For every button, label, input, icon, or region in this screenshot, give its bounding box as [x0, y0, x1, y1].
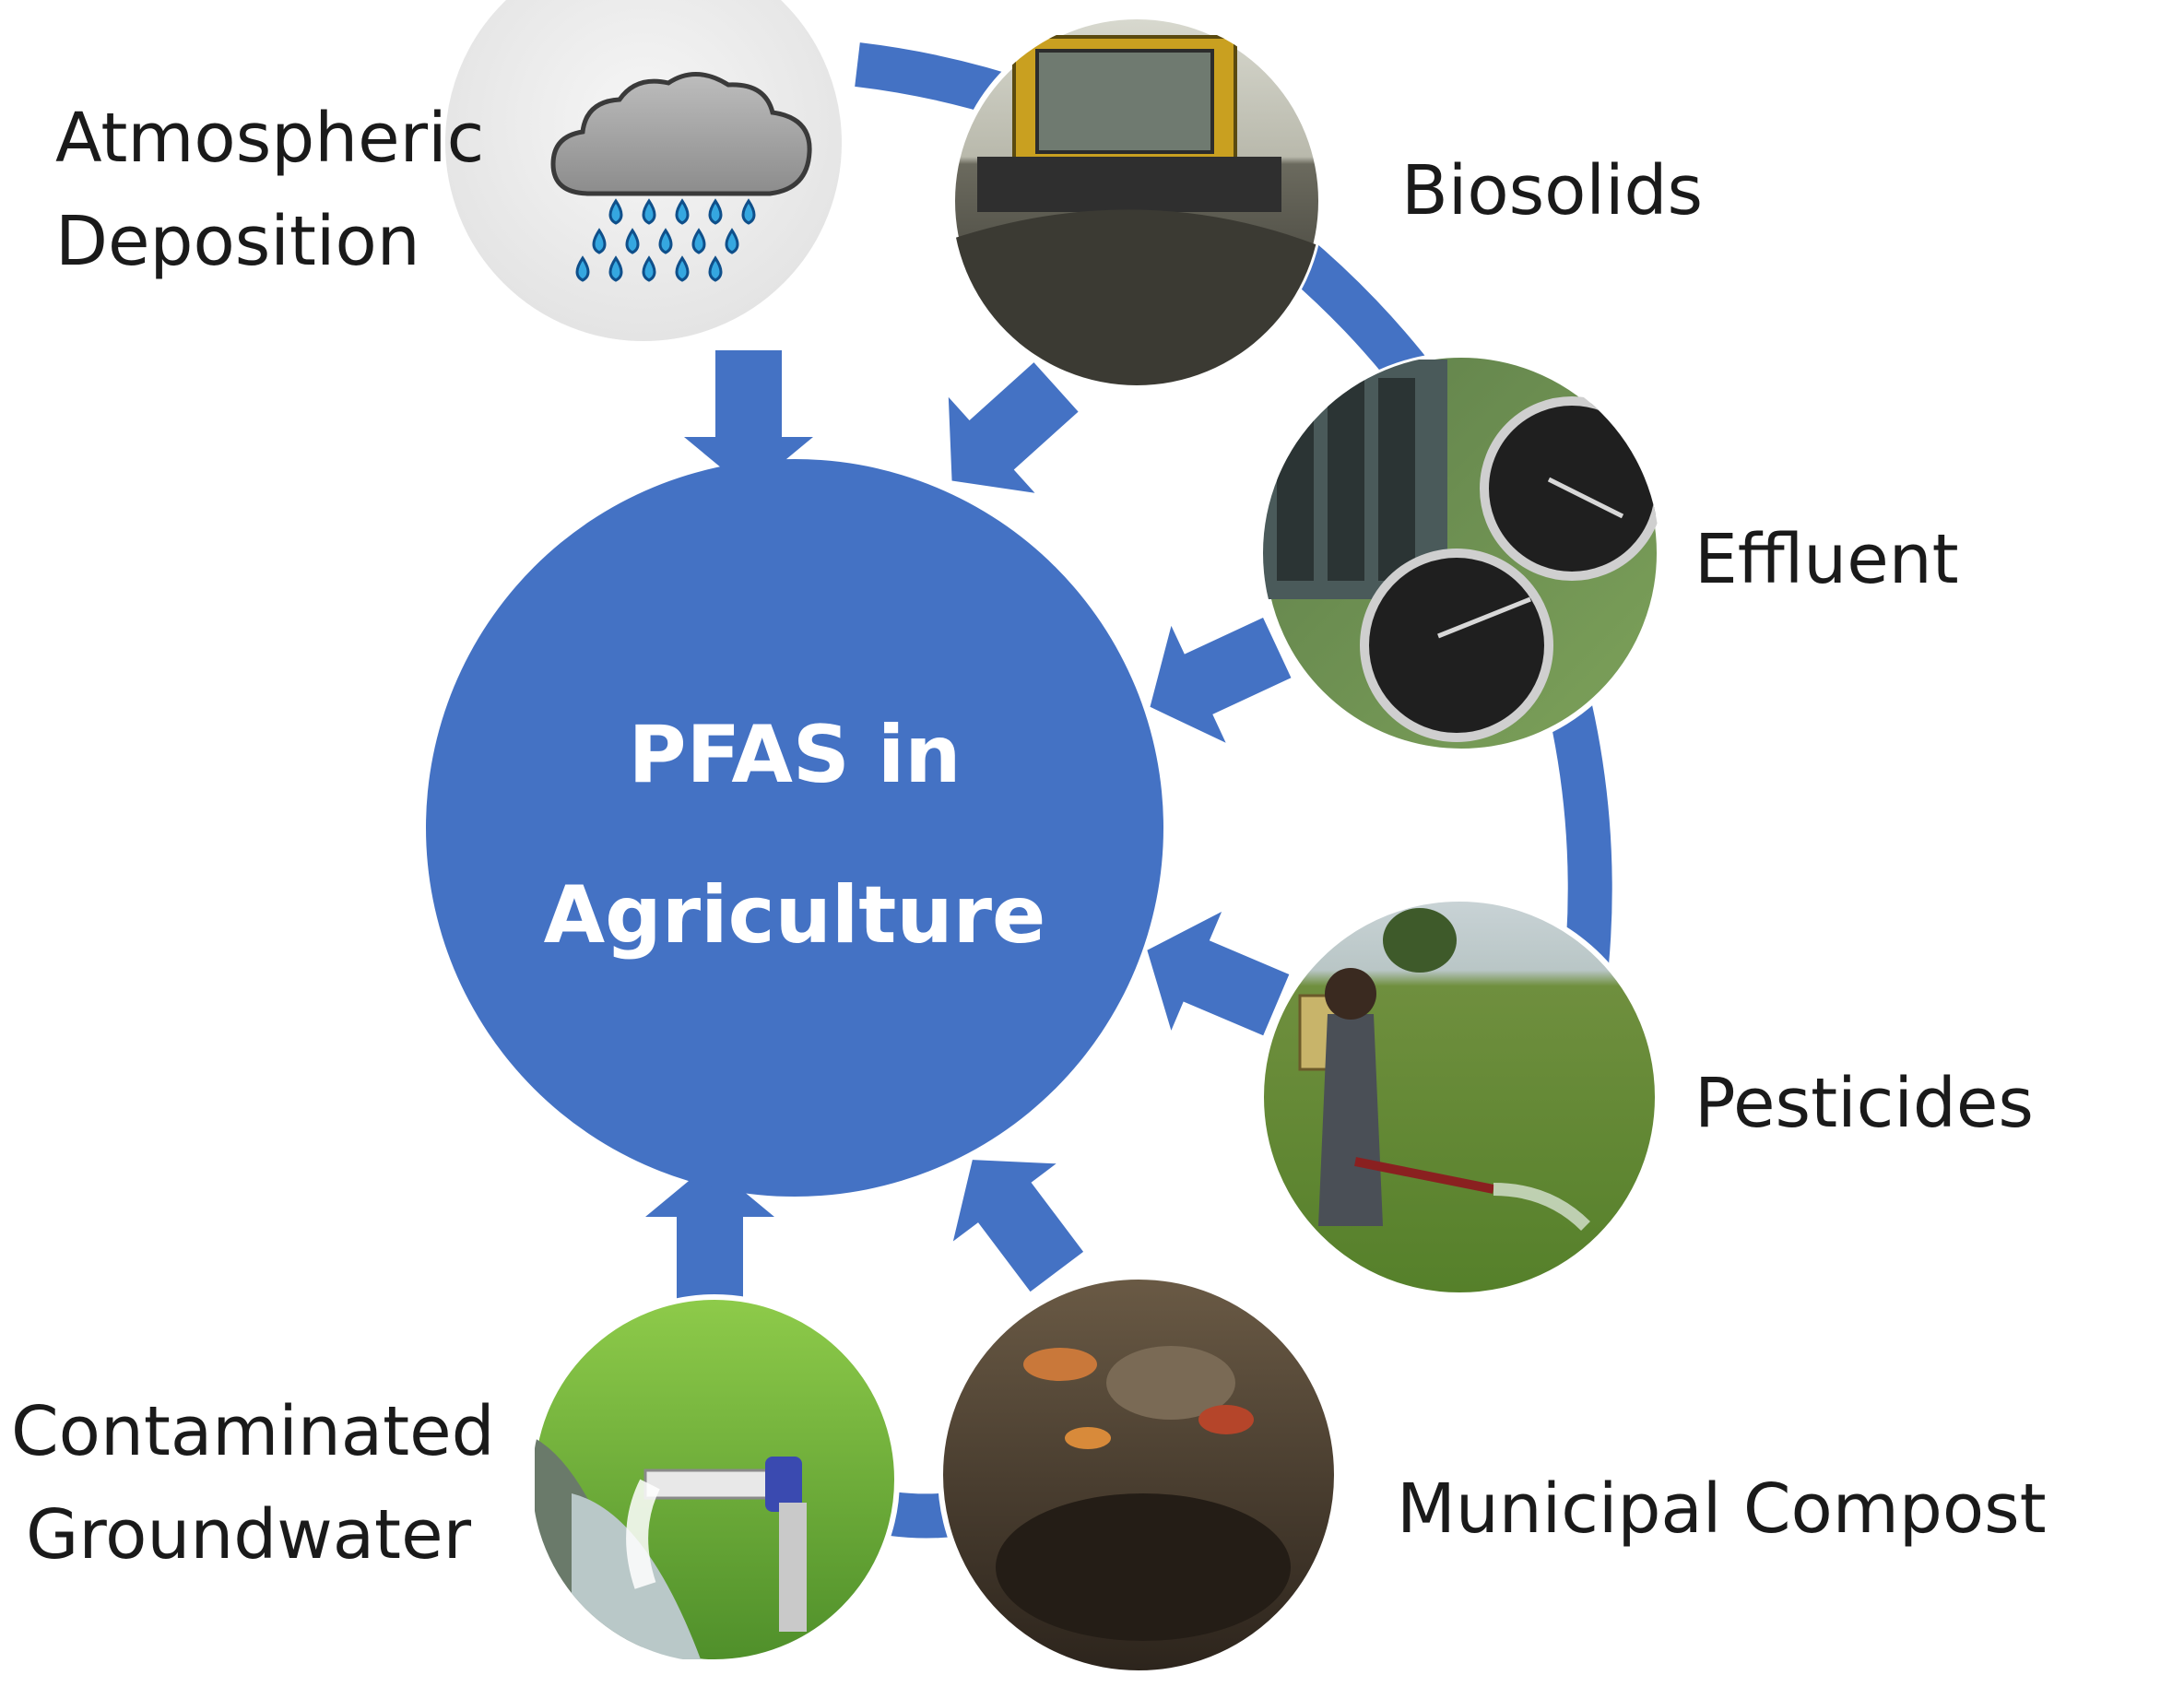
center-title-line2: Agriculture [544, 869, 1046, 961]
atmospheric-icon-circle [440, 0, 847, 347]
label-compost: Municipal Compost [1397, 1469, 2047, 1549]
sprayer-photo [1258, 896, 1660, 1298]
arrow-pesticides [1147, 911, 1290, 1036]
bulldozer-photo [950, 14, 1324, 388]
arrow-biosolids [948, 362, 1079, 493]
compost-photo [938, 1274, 1340, 1676]
label-effluent: Effluent [1694, 520, 1959, 599]
label-pesticides: Pesticides [1694, 1064, 2034, 1143]
arrows [645, 350, 1292, 1304]
label-biosolids: Biosolids [1401, 151, 1703, 230]
irrigation-pump-photo [529, 1294, 900, 1665]
label-atmospheric: Atmospheric Deposition [55, 99, 506, 281]
treatment-plant-photo [1260, 352, 1662, 754]
label-groundwater: Contaminated Groundwater [11, 1392, 516, 1575]
rain-cloud-icon [550, 72, 812, 282]
arrow-groundwater [645, 1163, 774, 1304]
center-title-line1: PFAS in [628, 709, 961, 801]
arrow-atmospheric [684, 350, 813, 490]
center-circle [426, 459, 1163, 1197]
arrow-effluent [1150, 617, 1292, 743]
arrow-compost [952, 1160, 1084, 1292]
